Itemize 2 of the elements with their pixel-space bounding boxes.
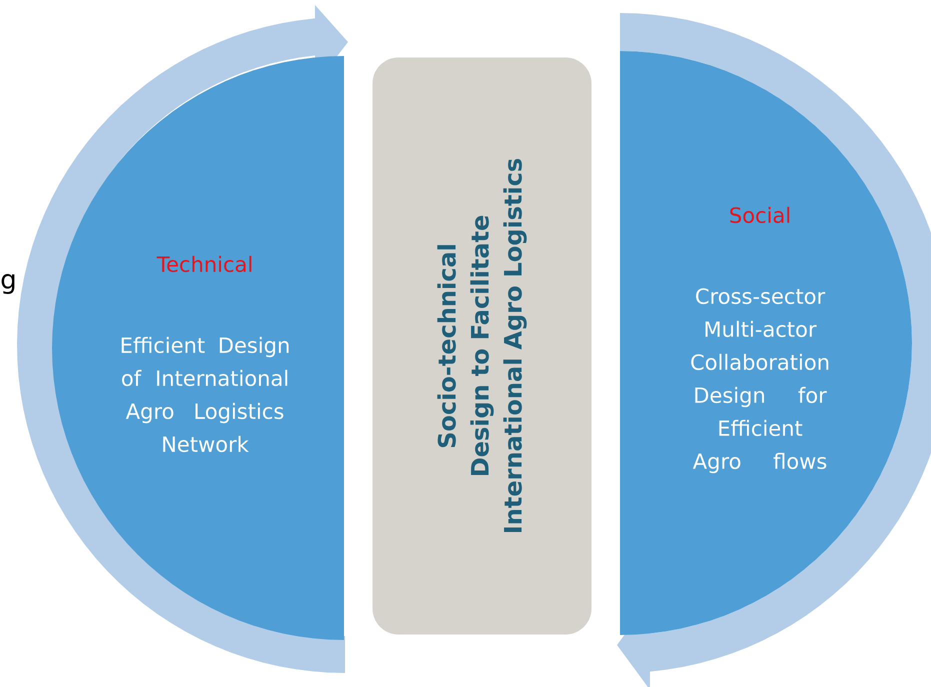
text-fragment: g — [2, 274, 14, 294]
rounded-box: Socio-technical Design to Facilitate International Agro Logistics — [372, 58, 592, 634]
